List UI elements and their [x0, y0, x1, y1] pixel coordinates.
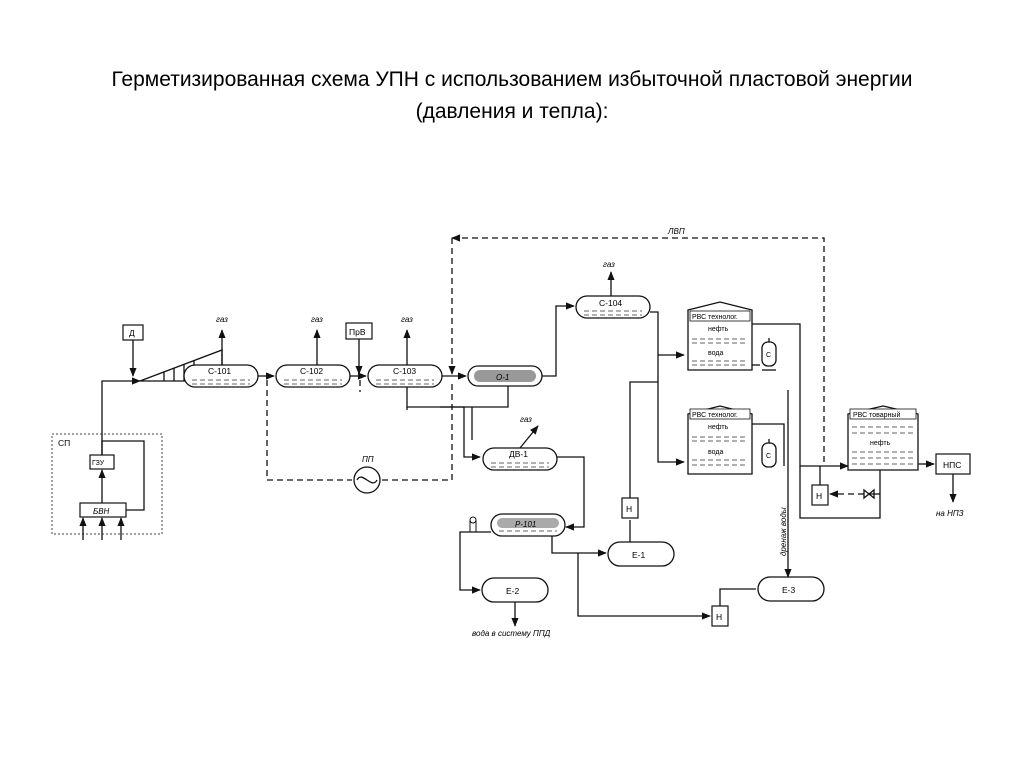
pump-n2: Н — [711, 588, 756, 627]
tank-e3: Е-3 — [757, 576, 825, 602]
small-separator-2: С — [761, 439, 777, 468]
rvs-tech-tank-1: РВС технолог. нефть вода — [687, 301, 753, 371]
settler-o1: О-1 — [467, 365, 543, 387]
separator-c104: С-104 газ — [575, 260, 651, 319]
rvs-tech-tank-2: РВС технолог. нефть вода — [687, 405, 753, 475]
rvs1-voda-label: вода — [708, 350, 723, 357]
gzu-label: ГЗУ — [92, 460, 105, 467]
n2-label: Н — [716, 612, 722, 622]
nps-station: НПС на НПЗ — [935, 453, 971, 518]
c101-label: С-101 — [208, 366, 231, 376]
n1-label: Н — [626, 504, 632, 514]
rvs-tov-neft-label: нефть — [870, 440, 891, 447]
d-label: Д — [129, 328, 135, 338]
rvs2-voda-label: вода — [708, 449, 723, 456]
bvn-label: БВН — [93, 507, 110, 516]
sp-label: СП — [58, 438, 70, 448]
pp-loop: ПП — [266, 380, 453, 494]
c102-gas-label: газ — [311, 315, 323, 324]
voda-ppd-label: вода в систему ППД — [472, 629, 551, 638]
rvs2-label: РВС технолог. — [692, 412, 738, 419]
title-line-1: Герметизированная схема УПН с использова… — [111, 68, 913, 91]
dv1-gas-label: газ — [520, 415, 532, 424]
sp-group: СП ГЗУ БВН — [51, 377, 163, 540]
pump-n1: Н — [621, 381, 658, 519]
dv1-label: ДВ-1 — [509, 449, 528, 459]
n3-label: Н — [816, 491, 822, 501]
c104-label: С-104 — [599, 298, 622, 308]
rvs1-neft-label: нефть — [708, 326, 729, 333]
d-dosing-unit: Д — [122, 324, 144, 377]
separator-c103: С-103 газ — [367, 315, 443, 388]
small-separator-1: С — [761, 338, 777, 371]
e1-label: Е-1 — [632, 550, 646, 560]
c-small-2: С — [766, 453, 771, 460]
c101-gas-label: газ — [216, 315, 228, 324]
dehydrator-dv1: ДВ-1 газ — [482, 415, 558, 471]
rvs-commercial-tank: РВС товарный нефть — [847, 405, 919, 471]
rvs-tov-label: РВС товарный — [853, 411, 900, 419]
c102-label: С-102 — [300, 366, 323, 376]
drenazh-label: дренаж воды — [779, 507, 788, 556]
slide-title: Герметизированная схема УПН с использова… — [40, 64, 984, 128]
na-npz-label: на НПЗ — [936, 509, 964, 518]
lvp-label: ЛВП — [667, 227, 685, 236]
separator-c102: С-102 газ — [275, 315, 351, 388]
r101-label: Р-101 — [515, 520, 536, 529]
c104-gas-label: газ — [603, 260, 615, 269]
e2-label: Е-2 — [506, 586, 520, 596]
c103-label: С-103 — [393, 366, 416, 376]
e3-label: Е-3 — [782, 585, 796, 595]
tank-e1: Е-1 — [607, 520, 675, 567]
prv-label: ПрВ — [349, 327, 366, 337]
nps-label: НПС — [943, 460, 961, 470]
separator-r101: Р-101 — [469, 513, 566, 537]
c103-gas-label: газ — [401, 315, 413, 324]
lvp-return-line: ЛВП — [448, 227, 825, 462]
pp-label: ПП — [362, 455, 374, 464]
title-line-2: (давления и тепла): — [415, 100, 609, 123]
prv-unit: ПрВ — [345, 322, 373, 375]
rvs1-label: РВС технолог. — [692, 314, 738, 321]
o1-label: О-1 — [496, 373, 509, 382]
rvs2-neft-label: нефть — [708, 424, 729, 431]
pump-n3: Н — [811, 466, 880, 506]
tank-e2: Е-2 вода в систему ППД — [472, 577, 551, 638]
c-small-1: С — [766, 352, 771, 359]
